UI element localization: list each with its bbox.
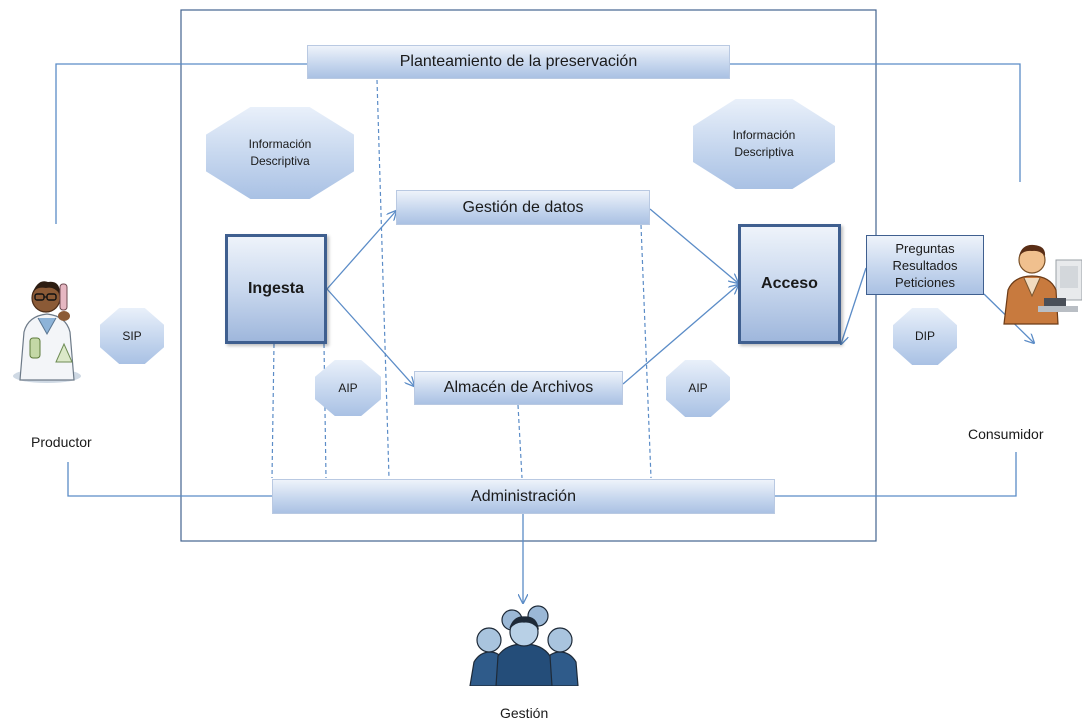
- queries-to-access-arrow: [841, 267, 867, 344]
- management-label: Gestión: [500, 705, 549, 721]
- descriptive-info-left-line-1: Información: [248, 137, 312, 151]
- queries-results-requests-box: Preguntas Resultados Peticiones: [866, 235, 984, 295]
- producer-planning-link: [55, 63, 307, 224]
- archival-storage-bar: Almacén de Archivos: [414, 371, 623, 405]
- queries-line-1: Preguntas: [895, 240, 955, 256]
- aip-right-label: AIP: [688, 381, 708, 395]
- descriptive-info-left: Información Descriptiva: [206, 107, 354, 199]
- ingest-label: Ingesta: [247, 280, 304, 297]
- aip-package-right: AIP: [666, 360, 730, 417]
- sip-package: SIP: [100, 308, 164, 364]
- consumer-admin-link: [775, 452, 1017, 497]
- dashed-ingest-admin-left-link: [271, 343, 275, 479]
- ingest-to-storage-arrow: [326, 288, 414, 386]
- ingest-module: Ingesta: [225, 234, 327, 344]
- dashed-storage-admin-link: [517, 404, 523, 479]
- people-group-icon: [469, 605, 579, 686]
- storage-to-access-arrow: [622, 285, 738, 385]
- data-management-bar: Gestión de datos: [396, 190, 650, 225]
- ingest-to-datamgmt-arrow: [326, 211, 396, 290]
- administration-bar: Administración: [272, 479, 775, 514]
- aip-left-label: AIP: [338, 380, 358, 395]
- scientist-icon: [13, 281, 81, 383]
- preservation-planning-label: Planteamiento de la preservación: [399, 53, 638, 70]
- descriptive-info-left-line-2: Descriptiva: [250, 154, 310, 168]
- data-management-label: Gestión de datos: [462, 198, 584, 216]
- access-label: Acceso: [761, 275, 818, 292]
- archival-storage-label: Almacén de Archivos: [443, 379, 594, 396]
- descriptive-info-right-line-1: Información: [732, 128, 796, 142]
- dashed-datamgmt-admin-link: [640, 224, 652, 479]
- producer-label: Productor: [31, 434, 92, 450]
- datamgmt-to-access-arrow: [649, 208, 738, 283]
- consumer-label: Consumidor: [968, 426, 1044, 442]
- descriptive-info-right-line-2: Descriptiva: [734, 145, 794, 159]
- queries-line-2: Resultados: [892, 257, 958, 273]
- aip-package-left: AIP: [315, 360, 381, 416]
- queries-line-3: Peticiones: [895, 274, 955, 290]
- administration-label: Administración: [471, 487, 576, 505]
- dip-label: DIP: [914, 329, 935, 343]
- sip-label: SIP: [122, 328, 142, 343]
- dip-package: DIP: [893, 308, 957, 365]
- dashed-ingest-admin-right-link: [323, 343, 327, 479]
- access-module: Acceso: [738, 224, 841, 344]
- producer-admin-link: [67, 462, 272, 497]
- consumer-planning-link: [730, 63, 1021, 182]
- descriptive-info-right: Información Descriptiva: [693, 99, 835, 189]
- office-worker-icon: [1003, 244, 1082, 325]
- preservation-planning-bar: Planteamiento de la preservación: [307, 45, 730, 79]
- dashed-planning-admin-link: [376, 79, 390, 479]
